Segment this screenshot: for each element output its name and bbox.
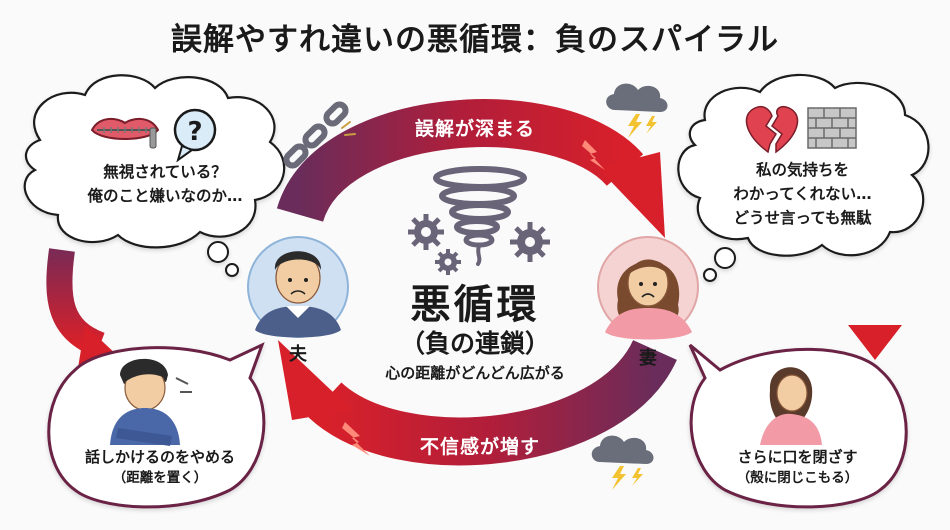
question-mark-icon: ? bbox=[173, 108, 217, 163]
wife-avatar bbox=[597, 236, 699, 340]
arrow-bottom-label: 不信感が増す bbox=[419, 436, 540, 458]
husband-action-text: 話しかけるのをやめる （距離を置く） bbox=[60, 447, 260, 489]
center-subtitle: （負の連鎖） bbox=[399, 329, 550, 358]
husband-arms-crossed-figure bbox=[110, 358, 192, 446]
arrow-top-label: 誤解が深まる bbox=[414, 118, 535, 140]
svg-text:?: ? bbox=[187, 117, 202, 147]
wife-label: 妻 bbox=[639, 348, 657, 369]
storm-cloud-icon bbox=[591, 435, 654, 490]
wife-thought-line1: 私の気持ちを bbox=[755, 161, 849, 179]
wife-thought-text: 私の気持ちを わかってくれない… どうせ言っても無駄 bbox=[695, 158, 910, 230]
wife-thought-line2: わかってくれない… bbox=[733, 185, 872, 203]
husband-thought-line2: 俺のこと嫌いなのか… bbox=[87, 187, 243, 205]
gear-icon bbox=[510, 222, 550, 262]
brick-wall-icon bbox=[807, 107, 857, 149]
wife-action-text: さらに口を閉ざす （殻に閉じこもる） bbox=[700, 447, 895, 489]
lightning-icon bbox=[582, 140, 605, 170]
broken-chain-icon bbox=[283, 101, 356, 169]
storm-cloud-icon bbox=[606, 83, 668, 138]
wife-action-line2: （殻に閉じこもる） bbox=[736, 470, 859, 486]
husband-avatar bbox=[247, 236, 349, 338]
center-caption: 心の距離がどんどん広がる bbox=[385, 364, 565, 382]
arrow-right-down bbox=[848, 245, 902, 360]
husband-thought-line1: 無視されている？ bbox=[103, 163, 227, 181]
wife-action-line1: さらに口を閉ざす bbox=[737, 448, 858, 466]
wife-thought-bubble bbox=[677, 73, 930, 282]
husband-thought-text: 無視されている？ 俺のこと嫌いなのか… bbox=[50, 160, 280, 208]
gear-icon bbox=[408, 214, 461, 275]
broken-heart-icon bbox=[745, 105, 799, 154]
husband-action-line2: （距離を置く） bbox=[112, 470, 208, 486]
husband-action-line1: 話しかけるのをやめる bbox=[84, 448, 235, 466]
arrow-left-down bbox=[46, 248, 120, 368]
tornado-icon bbox=[433, 166, 527, 266]
center-title: 悪循環 bbox=[410, 282, 540, 328]
husband-thought-bubble bbox=[23, 74, 286, 277]
lightning-icon bbox=[342, 422, 370, 456]
wife-sad-figure bbox=[760, 367, 822, 445]
arrow-bottom bbox=[278, 338, 677, 466]
arrow-top bbox=[276, 99, 665, 238]
page-title: 誤解やすれ違いの悪循環：負のスパイラル bbox=[171, 22, 779, 58]
husband-label: 夫 bbox=[289, 344, 307, 365]
zipped-lips-icon bbox=[90, 118, 160, 149]
wife-thought-line3: どうせ言っても無駄 bbox=[733, 209, 872, 227]
